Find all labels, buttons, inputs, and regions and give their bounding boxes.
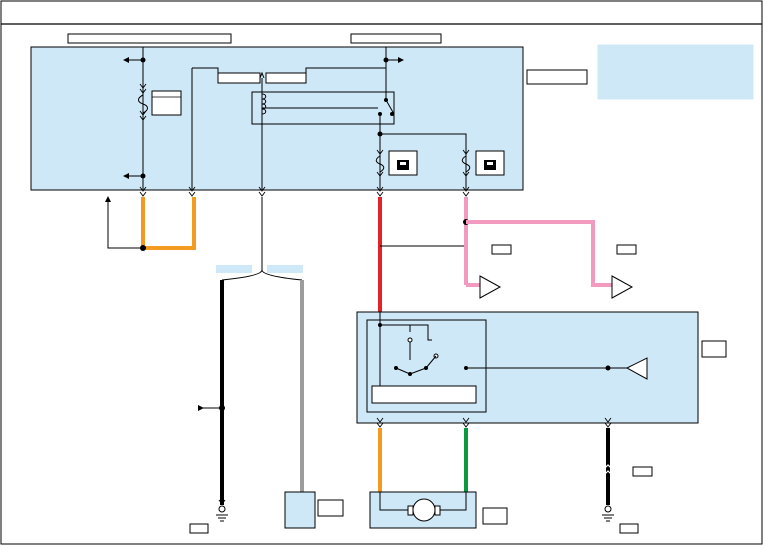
junction-box (30, 46, 524, 191)
pink-wire (463, 197, 612, 287)
black-wire-ground-right (602, 428, 614, 522)
relay-coil-icon (261, 93, 378, 115)
ref-box-4 (616, 244, 637, 255)
ground-icon (216, 514, 228, 522)
ref-box-2 (317, 499, 344, 517)
red-wire (378, 197, 466, 312)
ref-box-3 (491, 244, 512, 255)
relay-left (191, 67, 395, 190)
ref-box-6 (482, 507, 508, 525)
connector-arrow-icon (479, 275, 634, 299)
connector-pins-top (139, 186, 470, 197)
ref-box-7 (632, 466, 653, 477)
motor-icon (369, 491, 477, 529)
note-box (597, 44, 754, 100)
gray-wire (284, 280, 316, 529)
black-wire-ground-left (198, 280, 226, 513)
fuse-icon-right-2 (461, 149, 505, 177)
connector-pins-bottom (376, 417, 612, 428)
center-split (216, 197, 303, 281)
orange-wire-left (105, 196, 196, 251)
left-bus (123, 47, 146, 190)
fuse-icon-right-1 (375, 149, 418, 177)
top-left-label-box (67, 33, 232, 44)
ref-box-5 (701, 340, 727, 358)
fuse-icon (138, 83, 182, 121)
junction-box-label-box (526, 69, 588, 85)
switch-icon (366, 312, 648, 413)
top-right-label-box (350, 33, 442, 44)
ref-box-8 (619, 523, 639, 534)
ref-box-1 (189, 523, 209, 534)
right-bus (377, 47, 467, 190)
